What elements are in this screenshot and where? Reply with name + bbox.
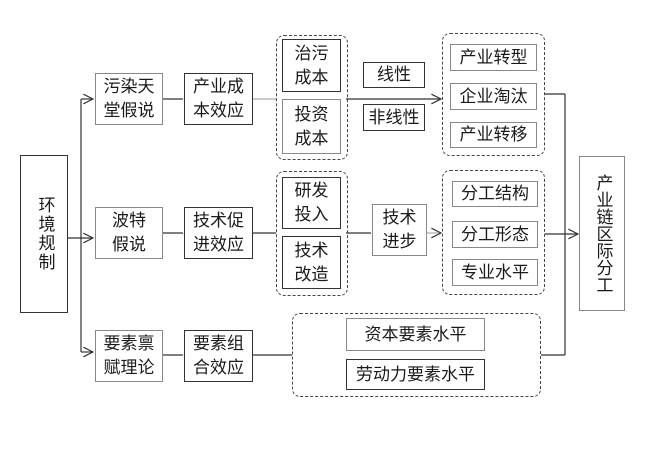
b2-outcome-3-label: 专业水平 bbox=[461, 262, 529, 283]
b2-outcome-2-label: 分工形态 bbox=[461, 224, 529, 245]
b2-outcomes-group bbox=[442, 170, 545, 295]
b1-factor-2-box: 投资成本 bbox=[282, 99, 341, 154]
b2-factor-2-box: 技术改造 bbox=[282, 236, 341, 289]
root-label: 环境规制 bbox=[34, 196, 55, 272]
b1-mech-1-box: 线性 bbox=[363, 62, 425, 88]
b1-mech-1-label: 线性 bbox=[377, 65, 411, 85]
b2-hypothesis-box: 波特假说 bbox=[95, 207, 163, 259]
b2-factor-1-label: 研发投入 bbox=[294, 181, 329, 225]
b1-outcome-2-label: 企业淘汰 bbox=[459, 86, 528, 107]
b1-outcome-1-box: 产业转型 bbox=[450, 44, 537, 71]
b2-outcome-1-label: 分工结构 bbox=[461, 184, 529, 204]
b3-outcome-2-label: 劳动力要素水平 bbox=[356, 364, 475, 385]
b3-outcome-2-box: 劳动力要素水平 bbox=[346, 359, 485, 390]
b1-factor-2-label: 投资成本 bbox=[294, 104, 329, 149]
b1-outcome-2-box: 企业淘汰 bbox=[450, 83, 537, 110]
b2-factor-2-label: 技术改造 bbox=[294, 240, 329, 285]
b3-hypothesis-label: 要素禀赋理论 bbox=[103, 334, 155, 378]
root-box: 环境规制 bbox=[20, 155, 68, 313]
b1-mech-2-box: 非线性 bbox=[363, 104, 425, 131]
b3-hypothesis-box: 要素禀赋理论 bbox=[95, 330, 163, 382]
b2-hypothesis-label: 波特假说 bbox=[112, 211, 146, 255]
target-box: 产业链区际分工 bbox=[579, 156, 625, 311]
b3-outcomes-group bbox=[292, 313, 541, 397]
b2-outcome-3-box: 专业水平 bbox=[452, 259, 538, 286]
b1-factors-group bbox=[276, 35, 348, 160]
b3-outcome-1-box: 资本要素水平 bbox=[346, 318, 485, 351]
b3-outcome-1-label: 资本要素水平 bbox=[364, 324, 467, 345]
b2-effect-label: 技术促进效应 bbox=[193, 211, 244, 255]
b1-mech-2-label: 非线性 bbox=[368, 107, 420, 128]
b1-hypothesis-box: 污染天堂假说 bbox=[95, 73, 163, 125]
b1-outcome-3-label: 产业转移 bbox=[459, 125, 528, 145]
b2-mechanism-box: 技术进步 bbox=[372, 204, 427, 256]
b1-outcome-3-box: 产业转移 bbox=[450, 122, 537, 148]
b3-effect-label: 要素组合效应 bbox=[193, 334, 244, 378]
b1-effect-label: 产业成本效应 bbox=[193, 77, 244, 121]
b3-effect-box: 要素组合效应 bbox=[184, 330, 253, 382]
b1-outcomes-group bbox=[442, 33, 545, 156]
b1-outcome-1-label: 产业转型 bbox=[459, 47, 528, 68]
b1-hypothesis-label: 污染天堂假说 bbox=[103, 77, 155, 121]
b2-effect-box: 技术促进效应 bbox=[184, 207, 253, 259]
b1-factor-1-box: 治污成本 bbox=[282, 39, 341, 92]
b1-effect-box: 产业成本效应 bbox=[184, 73, 253, 125]
b2-mechanism-label: 技术进步 bbox=[382, 208, 417, 252]
b1-factor-1-label: 治污成本 bbox=[294, 43, 329, 88]
b2-outcome-2-box: 分工形态 bbox=[452, 221, 538, 248]
b2-factors-group bbox=[276, 171, 348, 296]
target-label: 产业链区际分工 bbox=[592, 174, 613, 293]
b2-outcome-1-box: 分工结构 bbox=[452, 181, 538, 207]
b2-factor-1-box: 研发投入 bbox=[282, 177, 341, 229]
